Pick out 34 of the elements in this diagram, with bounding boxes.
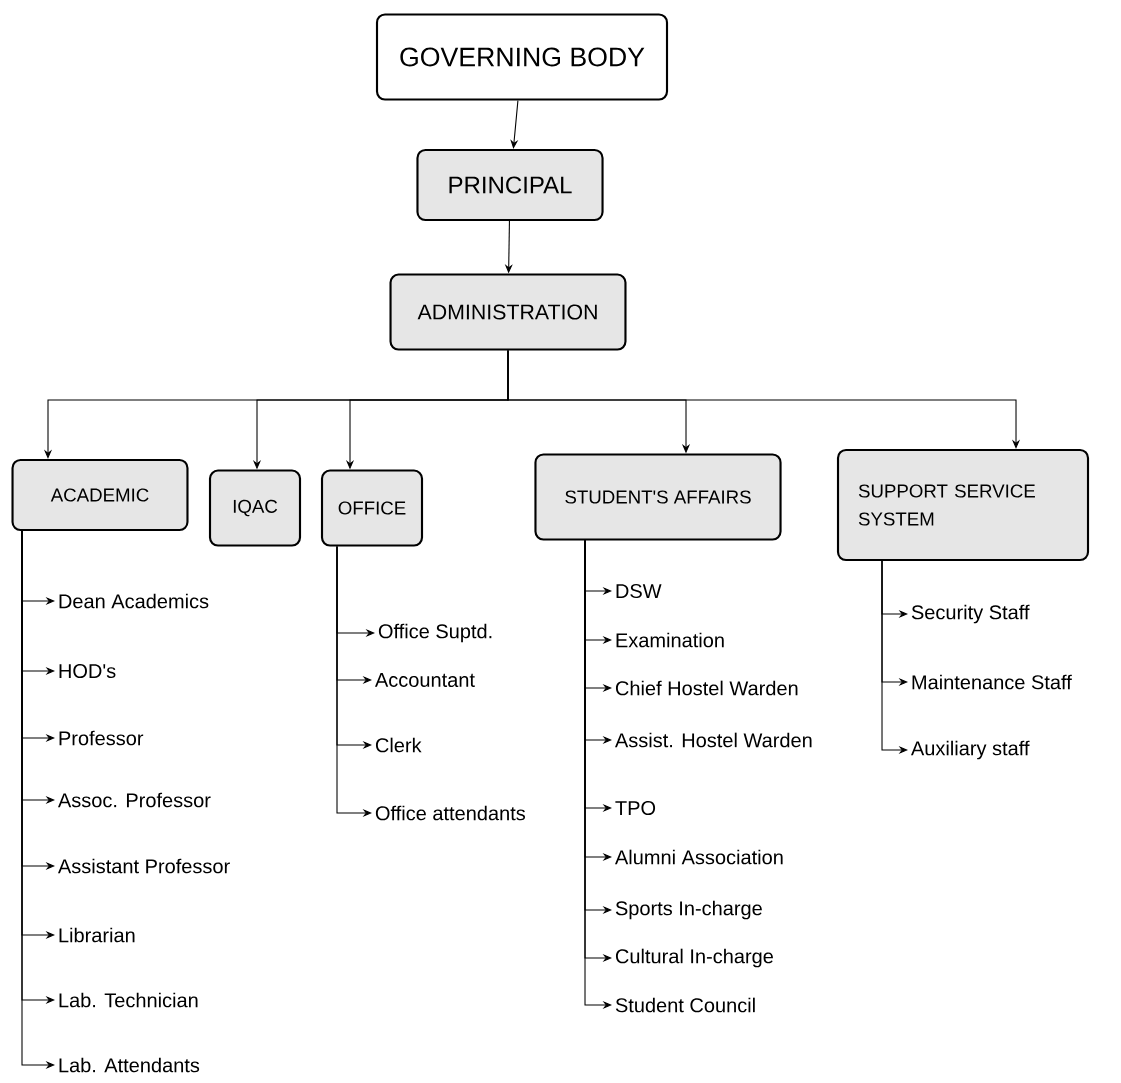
role-label: Chief Hostel Warden	[615, 680, 798, 696]
role-label: Lab. Technician	[59, 992, 198, 1008]
role-label: Lab. Attendants	[59, 1057, 200, 1073]
role-label: HOD's	[59, 663, 116, 679]
role-label: Assist. Hostel Warden	[615, 732, 812, 748]
org-box: PRINCIPAL	[416, 148, 604, 222]
role-label: Alumni Association	[615, 849, 783, 865]
role-label: Dean Academics	[59, 593, 209, 609]
role-label: Security Staff	[911, 604, 1030, 624]
org-box: STUDENT'S AFFAIRS	[534, 453, 782, 541]
role-label: DSW	[616, 583, 662, 599]
org-box: OFFICE	[320, 469, 424, 547]
role-label: TPO	[615, 800, 656, 816]
role-label: Office Suptd.	[378, 623, 492, 643]
role-label: Student Council	[615, 997, 755, 1013]
org-box: ADMINISTRATION	[389, 273, 627, 351]
role-label: Cultural In-charge	[615, 948, 773, 968]
role-label: Auxiliary staff	[911, 740, 1030, 760]
role-label: Maintenance Staff	[912, 674, 1072, 690]
role-label: Examination	[616, 632, 724, 648]
role-label: Professor	[59, 730, 144, 746]
arrow	[507, 350, 1021, 449]
arrow	[510, 100, 519, 149]
org-box: SUPPORT SERVICE SYSTEM	[836, 448, 1090, 562]
role-label: Assoc. Professor	[58, 792, 211, 808]
role-label: Office attendants	[375, 805, 525, 821]
role-label: Librarian	[59, 927, 135, 943]
role-label: Clerk	[375, 737, 422, 753]
org-box: IQAC	[208, 469, 302, 547]
org-box: GOVERNING BODY	[375, 13, 669, 101]
role-label: Accountant	[375, 673, 475, 687]
role-label: Sports In-charge	[615, 900, 762, 920]
org-box: ACADEMIC	[11, 458, 189, 532]
role-label: Assistant Professor	[58, 858, 230, 874]
